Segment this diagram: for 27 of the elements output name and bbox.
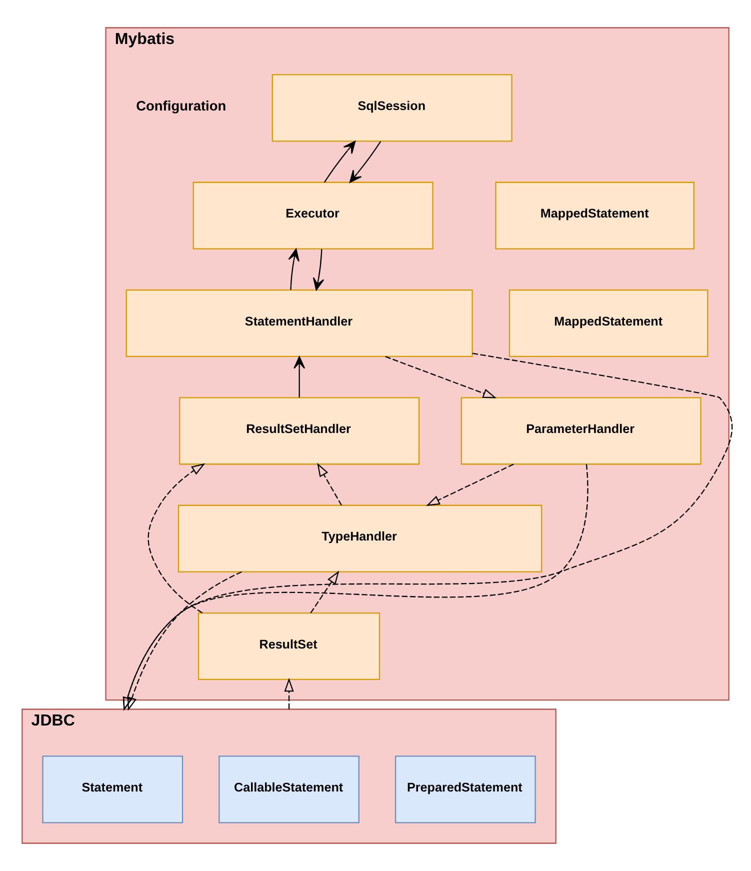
node-box: CallableStatement — [218, 756, 360, 824]
node-box: MappedStatement — [495, 182, 694, 250]
node-box: StatementHandler — [126, 289, 473, 358]
arrow — [312, 249, 324, 290]
arrow — [310, 570, 340, 614]
node-box: ResultSet — [198, 612, 380, 680]
arrow — [426, 464, 514, 506]
arrow — [148, 463, 206, 614]
arrow — [284, 678, 294, 710]
node-box: ParameterHandler — [460, 397, 702, 465]
node-box: PreparedStatement — [394, 756, 536, 824]
arrow — [317, 462, 342, 506]
node-box: TypeHandler — [178, 504, 542, 572]
node-box: SqlSession — [272, 74, 512, 142]
node-box: MappedStatement — [508, 289, 708, 358]
arrow — [122, 352, 732, 711]
node-box: Executor — [192, 182, 434, 250]
arrow — [349, 141, 382, 183]
arrow — [122, 464, 588, 711]
arrow — [294, 356, 306, 398]
arrow — [385, 356, 497, 398]
arrow — [288, 248, 300, 290]
label: Configuration — [136, 98, 226, 114]
node-box: Statement — [42, 756, 184, 824]
node-box: ResultSetHandler — [179, 397, 420, 465]
arrow — [324, 140, 356, 183]
arrow — [127, 571, 242, 711]
